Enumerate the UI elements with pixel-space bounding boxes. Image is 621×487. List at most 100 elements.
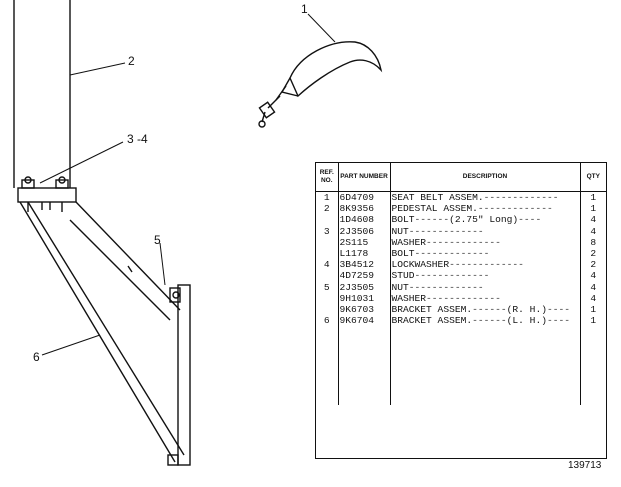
empty-cell (390, 360, 581, 372)
description-cell: PEDESTAL ASSEM.------------- (390, 203, 581, 215)
description-cell: STUD------------- (390, 270, 581, 282)
ref-no-cell (316, 236, 339, 249)
empty-cell (316, 382, 339, 394)
description-note: (L. H.) (506, 315, 547, 327)
callout-1: 1 (301, 2, 308, 16)
description-text: BOLT (391, 248, 415, 260)
ref-no-cell (316, 214, 339, 226)
description-cell: BOLT------------- (390, 248, 581, 260)
description-text: WASHER (391, 292, 427, 304)
qty-cell: 1 (590, 304, 597, 316)
leader-dashes: ------------- (426, 236, 501, 248)
description-text: STUD (391, 270, 415, 282)
part-number-cell: 2J3505 (338, 281, 391, 293)
leader-dashes: ------------- (426, 292, 501, 304)
empty-cell (316, 326, 339, 338)
leader-dashes: ------------- (408, 225, 484, 237)
empty-cell (580, 349, 606, 360)
qty-cell: 1 (590, 192, 597, 203)
leader-dashes: ------------- (414, 270, 490, 282)
empty-cell (580, 382, 606, 393)
description-cell: BRACKET ASSEM.------(R. H.)---- (390, 304, 581, 316)
leader-dashes: ------------- (414, 248, 490, 260)
empty-cell (390, 382, 581, 394)
ref-no-cell: 6 (316, 315, 339, 327)
empty-cell (316, 348, 339, 360)
empty-cell (316, 393, 339, 405)
ref-no-cell: 3 (316, 225, 339, 237)
part-number-cell: 9H1031 (338, 292, 391, 305)
ref-no-cell (316, 292, 339, 305)
leader-dashes: ------------- (477, 203, 553, 215)
empty-cell (580, 371, 606, 382)
table-row-empty (316, 348, 606, 360)
description-text: WASHER (391, 236, 427, 248)
leader-dashes: ---- (546, 315, 570, 327)
qty-cell: 4 (590, 281, 597, 293)
table-row-empty (316, 371, 606, 383)
part-number-cell: 2S115 (338, 236, 391, 249)
qty-cell: 4 (590, 270, 597, 282)
description-cell: WASHER------------- (390, 236, 581, 249)
description-cell: NUT------------- (390, 225, 581, 237)
figure-number: 139713 (568, 460, 602, 471)
callout-6: 6 (33, 350, 40, 364)
ref-no-cell: 5 (316, 281, 339, 293)
header-description: DESCRIPTION (390, 163, 581, 192)
callout-5: 5 (154, 233, 161, 247)
description-note: (R. H.) (506, 304, 547, 316)
empty-cell (316, 337, 339, 349)
description-cell: WASHER------------- (390, 292, 581, 305)
leader-dashes: ---- (546, 304, 570, 316)
leader-dashes: ------ (472, 315, 507, 327)
empty-cell (580, 326, 606, 337)
table-row-empty (316, 393, 606, 405)
ref-no-cell (316, 270, 339, 282)
part-number-cell: 8K9356 (338, 203, 391, 215)
leader-dashes: ------------- (408, 281, 484, 293)
table-row-empty (316, 326, 606, 338)
empty-cell (338, 382, 391, 394)
description-cell: NUT------------- (390, 281, 581, 293)
bracket-drawing (19, 201, 191, 466)
ref-no-cell: 2 (316, 203, 339, 215)
part-number-cell: 4D7259 (338, 270, 391, 282)
qty-cell: 1 (590, 203, 597, 215)
description-cell: SEAT BELT ASSEM.------------- (390, 191, 581, 204)
table-row-empty (316, 382, 606, 394)
empty-cell (580, 360, 606, 371)
empty-cell (390, 348, 581, 360)
empty-cell (338, 326, 391, 338)
qty-cell: 1 (590, 315, 597, 327)
pedestal-drawing (13, 0, 71, 188)
qty-cell: 4 (590, 214, 597, 226)
part-number-cell: 9K6704 (338, 315, 391, 327)
header-part-number: PART NUMBER (338, 163, 391, 192)
header-ref-no: REF. NO. (316, 163, 339, 192)
empty-cell (316, 360, 339, 372)
part-number-cell: 3B4512 (338, 259, 391, 271)
ref-no-cell (316, 304, 339, 316)
qty-cell: 2 (590, 259, 597, 271)
part-number-cell: 2J3506 (338, 225, 391, 237)
qty-cell: 4 (590, 292, 597, 304)
description-text: NUT (391, 225, 409, 237)
description-text: NUT (391, 281, 409, 293)
empty-cell (390, 326, 581, 338)
seat-belt-drawing (258, 41, 383, 128)
empty-cell (338, 337, 391, 349)
callout-2: 2 (128, 54, 135, 68)
empty-cell (390, 393, 581, 405)
empty-cell (390, 371, 581, 383)
